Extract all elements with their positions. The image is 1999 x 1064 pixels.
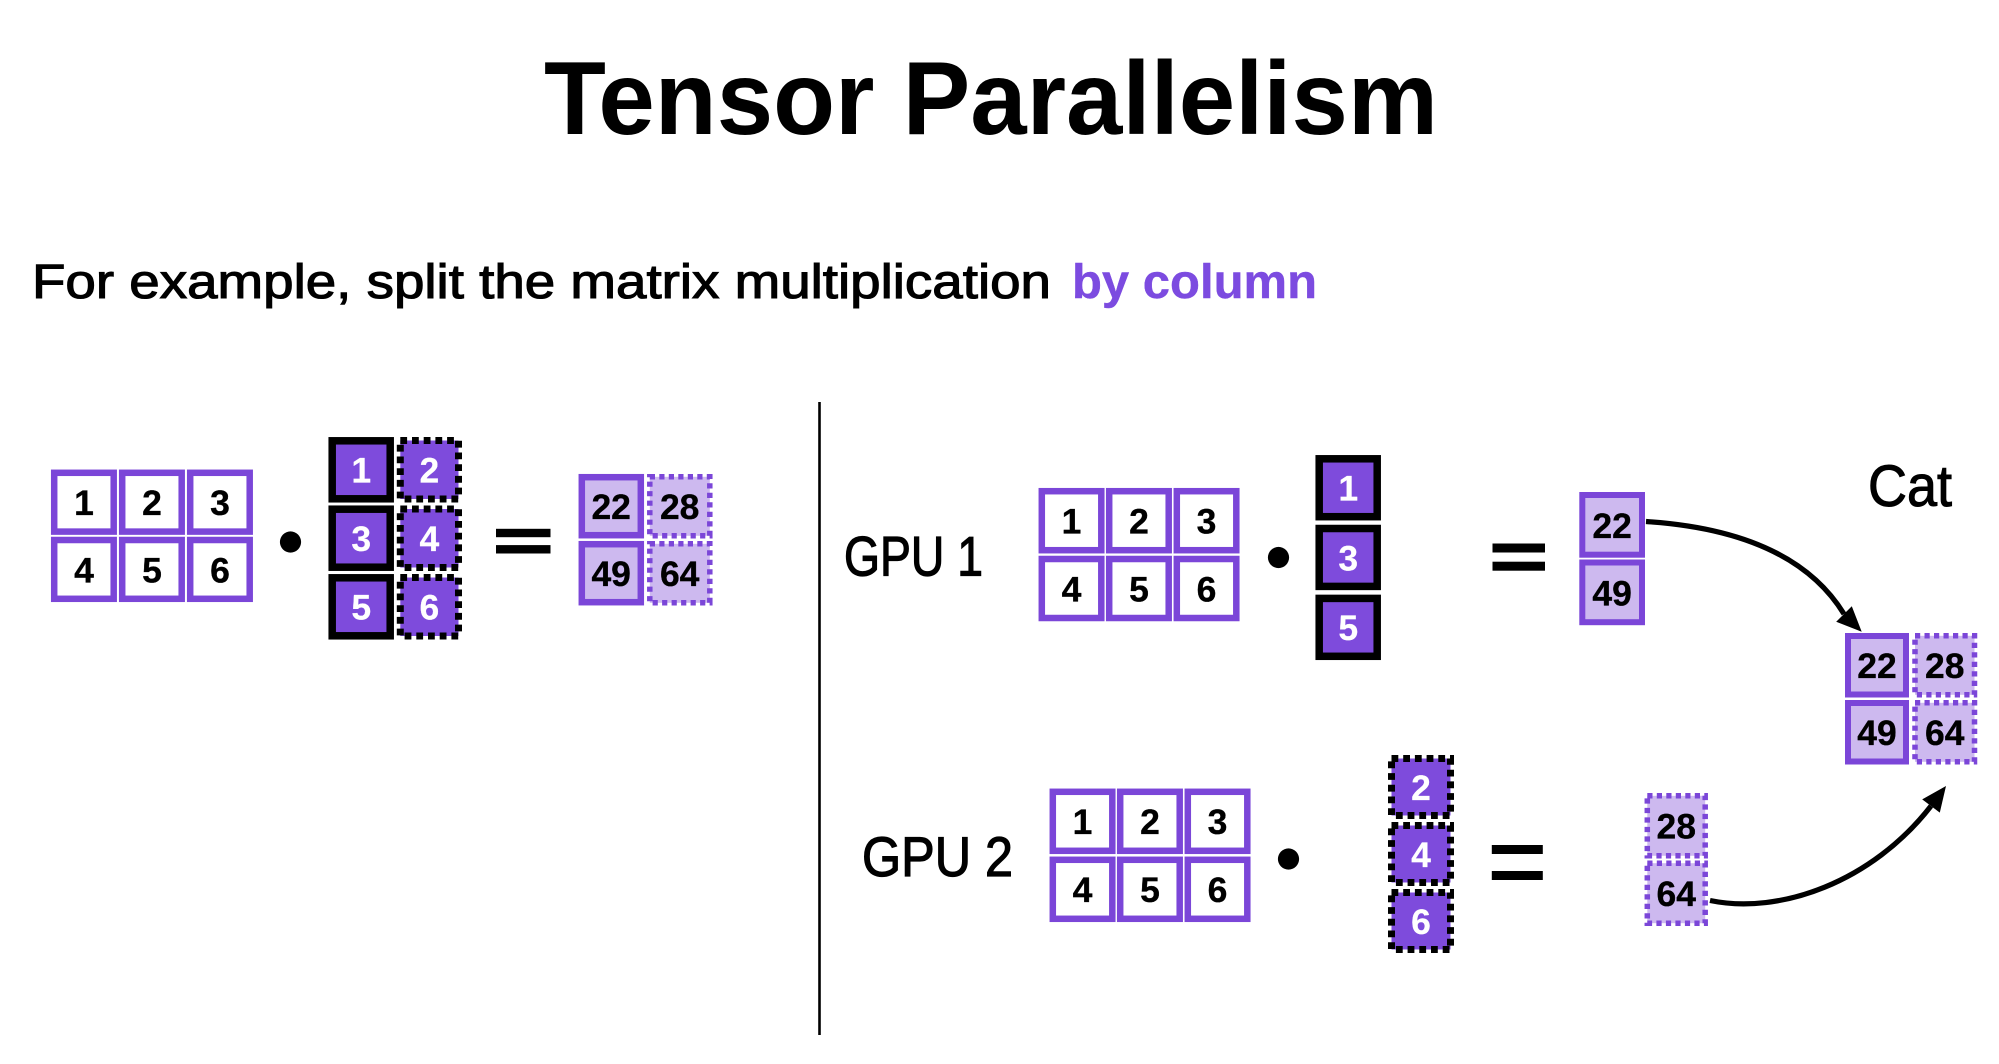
svg-text:4: 4 (74, 550, 94, 590)
svg-text:64: 64 (1657, 874, 1697, 914)
svg-text:3: 3 (1338, 538, 1358, 578)
svg-text:6: 6 (420, 588, 440, 628)
svg-text:28: 28 (1925, 646, 1965, 686)
svg-text:2: 2 (1411, 768, 1431, 808)
svg-text:22: 22 (1857, 646, 1897, 686)
svg-text:22: 22 (591, 487, 631, 527)
svg-text:1: 1 (1338, 469, 1358, 509)
svg-text:by column: by column (1072, 255, 1317, 309)
svg-text:2: 2 (1140, 802, 1160, 842)
svg-text:49: 49 (1857, 713, 1897, 753)
svg-text:1: 1 (1062, 502, 1082, 542)
svg-text:22: 22 (1592, 506, 1632, 546)
svg-text:2: 2 (420, 451, 440, 491)
svg-text:1: 1 (351, 451, 371, 491)
svg-text:64: 64 (660, 554, 700, 594)
svg-text:Tensor Parallelism: Tensor Parallelism (544, 41, 1438, 157)
svg-text:3: 3 (1208, 802, 1228, 842)
svg-text:4: 4 (1411, 835, 1431, 875)
svg-text:28: 28 (1657, 807, 1697, 847)
svg-text:GPU 1: GPU 1 (844, 525, 983, 588)
svg-text:GPU 2: GPU 2 (862, 825, 1013, 888)
svg-text:49: 49 (591, 554, 631, 594)
svg-text:1: 1 (1073, 802, 1093, 842)
svg-text:2: 2 (142, 483, 162, 523)
svg-text:6: 6 (210, 550, 230, 590)
svg-text:5: 5 (142, 550, 162, 590)
svg-text:5: 5 (1338, 608, 1358, 648)
svg-text:2: 2 (1129, 502, 1149, 542)
svg-text:3: 3 (210, 483, 230, 523)
svg-text:49: 49 (1592, 573, 1632, 613)
svg-text:5: 5 (1129, 570, 1149, 610)
svg-text:3: 3 (1197, 502, 1217, 542)
svg-text:64: 64 (1925, 713, 1965, 753)
svg-text:6: 6 (1208, 870, 1228, 910)
svg-text:1: 1 (74, 483, 94, 523)
svg-text:Cat: Cat (1868, 454, 1952, 519)
svg-text:For example, split the matrix: For example, split the matrix multiplica… (32, 255, 1051, 309)
svg-text:28: 28 (660, 487, 700, 527)
svg-text:6: 6 (1197, 570, 1217, 610)
svg-text:4: 4 (1062, 570, 1082, 610)
svg-text:3: 3 (351, 519, 371, 559)
svg-text:4: 4 (420, 519, 440, 559)
svg-text:5: 5 (1140, 870, 1160, 910)
svg-text:4: 4 (1073, 870, 1093, 910)
svg-text:5: 5 (351, 588, 371, 628)
svg-text:6: 6 (1411, 902, 1431, 942)
